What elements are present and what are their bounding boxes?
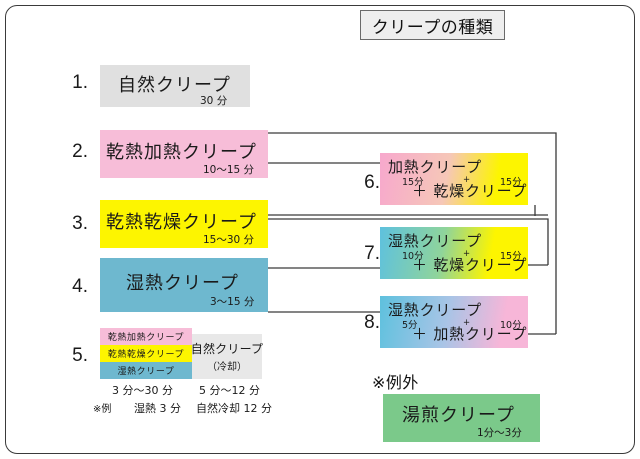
item5-stack-row-1: 乾熱加熱クリープ — [100, 328, 192, 345]
item-label-3: 乾熱乾燥クリープ — [106, 212, 257, 233]
combo-time-8-second: 10分 — [500, 320, 522, 331]
item5-note-prefix: ※例 — [93, 404, 112, 415]
item-number-7: 7. — [364, 243, 380, 264]
combo-box-moist-plus-dry: 湿熱クリープ 10分 + 15分 ＋ 乾燥クリープ — [380, 227, 528, 279]
item5-side-label-line1: 自然クリープ — [190, 342, 264, 356]
item5-side-box-natural-cooling: 自然クリープ （冷却） — [190, 334, 264, 379]
item-time-1: 30 分 — [200, 95, 228, 107]
item-time-2: 10〜15 分 — [203, 164, 255, 176]
item5-note-right: 自然冷却 12 分 — [196, 402, 272, 415]
combo-plus-6: + — [463, 175, 471, 185]
item-box-dry-heat-drying-creep: 乾熱乾燥クリープ 15〜30 分 — [100, 200, 268, 248]
combo-box-heat-plus-dry: 加熱クリープ 15分 + 15分 ＋ 乾燥クリープ — [380, 153, 528, 205]
item5-stack-label-2: 乾熱乾燥クリープ — [107, 350, 185, 360]
item-box-moist-heat-creep: 湿熱クリープ 3〜15 分 — [100, 258, 268, 312]
item5-time-right: 5 分〜12 分 — [199, 384, 260, 397]
exception-heading: ※例外 — [372, 373, 419, 392]
item-time-3: 15〜30 分 — [203, 234, 255, 246]
combo-time-6-second: 15分 — [500, 177, 522, 188]
item5-stack-row-3: 湿熱クリープ — [100, 362, 192, 379]
item5-note-left: 湿熱 3 分 — [134, 402, 181, 415]
combo-time-7-second: 15分 — [500, 251, 522, 262]
exception-box-hot-water-creep: 湯煎クリープ 1分〜3分 — [383, 394, 540, 442]
combo-box-moist-plus-heat: 湿熱クリープ 5分 + 10分 ＋ 加熱クリープ — [380, 296, 528, 348]
item-label-4: 湿熱クリープ — [126, 273, 239, 294]
item-number-4: 4. — [72, 276, 88, 297]
page-title: クリープの種類 — [360, 10, 505, 40]
item5-stack-label-1: 乾熱加熱クリープ — [107, 333, 185, 343]
combo-plus-7: + — [463, 249, 471, 259]
item-number-1: 1. — [72, 72, 88, 93]
item-box-dry-heat-creep: 乾熱加熱クリープ 10〜15 分 — [100, 130, 268, 178]
page-title-text: クリープの種類 — [371, 17, 494, 38]
combo-label-8-line1: 湿熱クリープ — [388, 301, 482, 319]
exception-time: 1分〜3分 — [477, 427, 522, 439]
item-number-3: 3. — [72, 213, 88, 234]
combo-time-8-first: 5分 — [402, 320, 418, 331]
combo-label-8-line2: ＋ 加熱クリープ — [412, 325, 528, 343]
item-number-5: 5. — [72, 345, 88, 366]
item5-stack-row-2: 乾熱乾燥クリープ — [100, 345, 192, 362]
item-number-8: 8. — [364, 312, 380, 333]
combo-plus-8: + — [463, 318, 471, 328]
item-number-6: 6. — [364, 172, 380, 193]
combo-label-7-line2: ＋ 乾燥クリープ — [412, 256, 528, 274]
item5-stack-label-3: 湿熱クリープ — [117, 367, 175, 377]
item-label-1: 自然クリープ — [118, 75, 231, 96]
item5-side-label-line2: （冷却） — [207, 362, 247, 373]
item-time-4: 3〜15 分 — [210, 296, 255, 308]
combo-label-6-line2: ＋ 乾燥クリープ — [412, 182, 528, 200]
item-label-2: 乾熱加熱クリープ — [106, 142, 257, 163]
exception-label: 湯煎クリープ — [402, 405, 515, 426]
combo-time-6-first: 15分 — [402, 177, 424, 188]
combo-label-7-line1: 湿熱クリープ — [388, 232, 482, 250]
combo-time-7-first: 10分 — [402, 251, 424, 262]
item-box-natural-creep: 自然クリープ 30 分 — [100, 65, 250, 107]
item5-time-left: 3 分〜30 分 — [112, 384, 173, 397]
combo-label-6-line1: 加熱クリープ — [388, 158, 482, 176]
item-number-2: 2. — [72, 141, 88, 162]
